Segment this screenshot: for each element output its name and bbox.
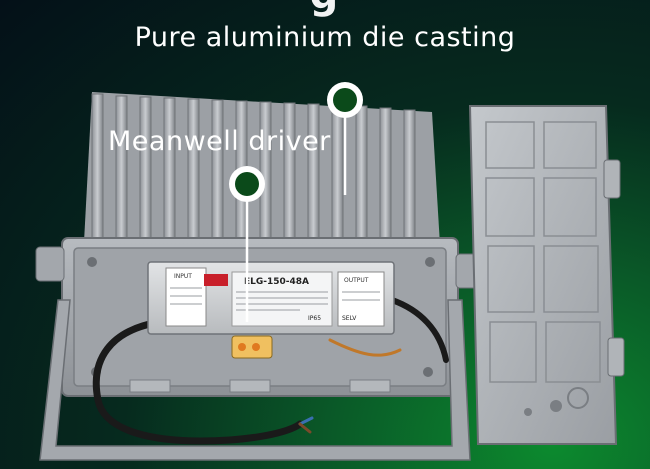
housing-lid — [468, 105, 625, 445]
driver-selv-text: SELV — [342, 315, 357, 322]
callout-marker-driver — [229, 166, 265, 322]
cables — [92, 297, 449, 445]
driver-model-text: ELG-150-48A — [244, 277, 309, 287]
mounting-bracket — [39, 299, 471, 461]
callout-marker-top — [327, 82, 363, 195]
driver-input-text: INPUT — [174, 273, 192, 280]
meanwell-driver: INPUT OUTPUT ELG-150-48A IP65 SELV — [147, 261, 395, 335]
heading-fragment: g — [150, 0, 500, 18]
driver-ip-text: IP65 — [308, 315, 321, 322]
driver-output-text: OUTPUT — [344, 277, 369, 284]
callout-label-meanwell-driver: Meanwell driver — [108, 126, 331, 157]
heat-sink-fins — [84, 92, 440, 261]
terminal-block — [231, 335, 273, 359]
subtitle: Pure aluminium die casting — [134, 22, 516, 53]
